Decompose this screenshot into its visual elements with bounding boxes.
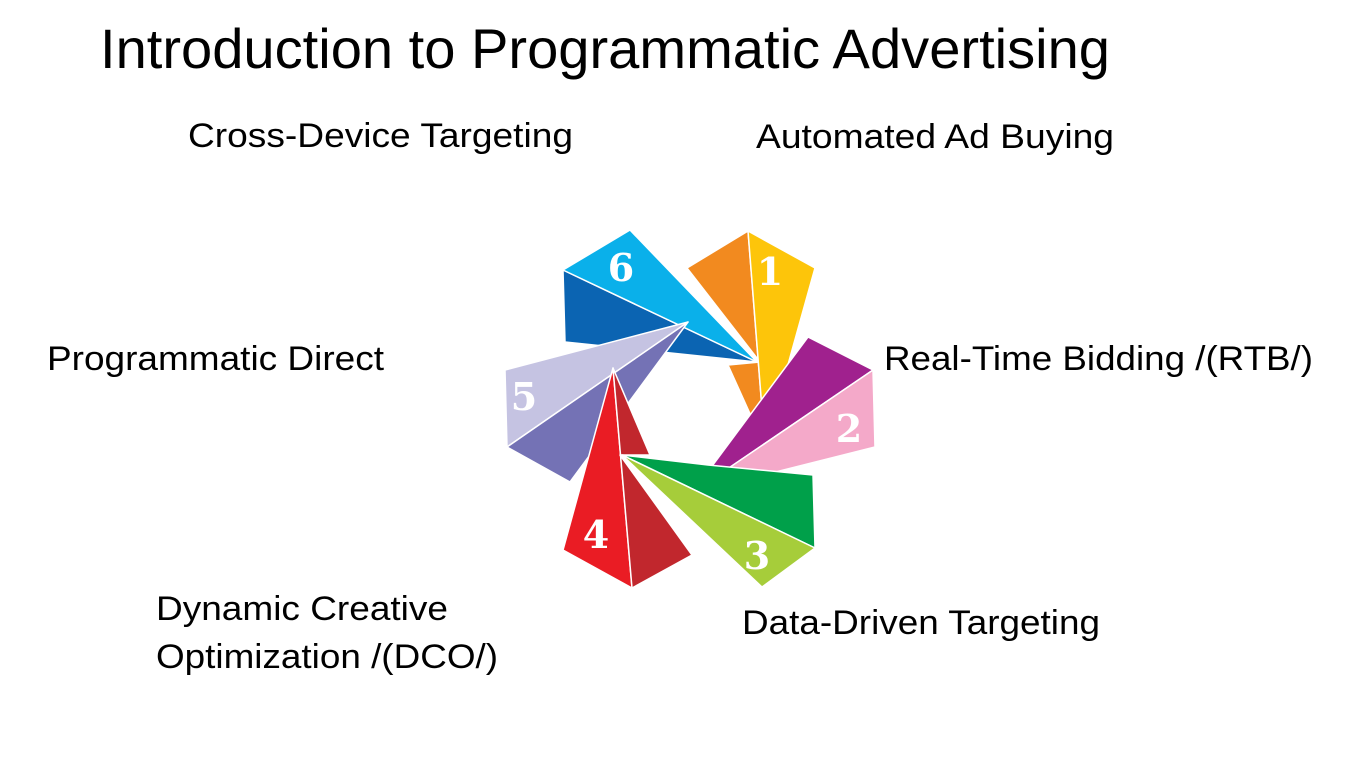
label-real-time-bidding: Real-Time Bidding /(RTB/) [884,340,1313,378]
pyramid-3 [621,454,816,588]
number-5: 5 [511,374,537,419]
pyramid-5 [504,321,689,483]
page-title: Introduction to Programmatic Advertising [100,17,1110,80]
pyramid-4 [562,367,693,589]
pyramid-2-pink-face [691,369,876,494]
pyramid-4-darkred-face [612,367,693,589]
pyramid-6-light-face [562,229,758,363]
label-programmatic-direct: Programmatic Direct [47,340,385,378]
label-automated-ad-buying: Automated Ad Buying [756,118,1114,156]
pyramid-1-orange-face [686,230,766,448]
pyramid-2 [691,336,876,494]
pyramid-graphic [504,229,876,589]
pyramid-1-yellow-face [747,230,816,448]
pyramid-3-lime-face [621,454,816,588]
pyramid-1 [686,230,816,448]
number-3: 3 [744,533,770,578]
label-dco-line2: Optimization /(DCO/) [156,638,498,676]
label-cross-device-targeting: Cross-Device Targeting [188,117,573,155]
number-4: 4 [583,512,609,557]
label-dco-line1: Dynamic Creative [156,590,448,628]
number-1: 1 [757,249,783,294]
number-2: 2 [836,406,862,451]
number-6: 6 [608,245,634,290]
label-data-driven-targeting: Data-Driven Targeting [742,604,1100,642]
pyramid-6 [562,229,758,363]
pyramid-5-dark-face [506,321,689,483]
